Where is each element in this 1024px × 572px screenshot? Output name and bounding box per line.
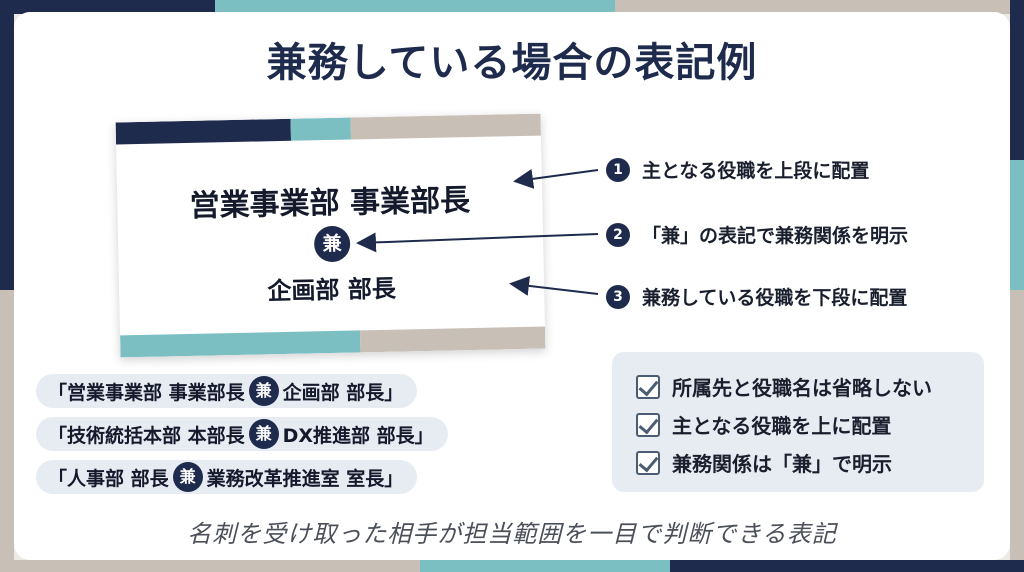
example-pill-2: 「技術統括本部 本部長 兼 DX推進部 部長」: [36, 417, 448, 451]
footer-caption: 名刺を受け取った相手が担当範囲を一目で判断できる表記: [187, 520, 837, 548]
example-pill-1: 「営業事業部 事業部長 兼 企画部 部長」: [36, 374, 418, 408]
note-2: 2 「兼」の表記で兼務関係を明示: [606, 221, 908, 248]
bg-band-navy-right: [1010, 0, 1024, 160]
bg-band-greige-right: [1010, 290, 1024, 572]
example-1-ken-badge: 兼: [248, 376, 279, 406]
example-3-before: 「人事部 部長: [48, 467, 169, 490]
bg-band-greige-top: [615, 0, 1024, 14]
note-2-text: 「兼」の表記で兼務関係を明示: [642, 225, 909, 247]
checklist-panel: 所属先と役職名は省略しない 主となる役職を上に配置 兼務関係は「兼」で明示: [612, 352, 984, 492]
example-1-before: 「営業事業部 事業部長: [48, 381, 245, 404]
bg-band-navy-top-left: [0, 0, 215, 14]
bg-band-teal-bottom: [420, 560, 670, 572]
checklist-item-2-text: 主となる役職を上に配置: [672, 414, 892, 438]
checklist-item-3: 兼務関係は「兼」で明示: [636, 448, 892, 477]
note-3-number: 3: [606, 284, 630, 309]
example-1-after: 企画部 部長」: [282, 381, 404, 404]
bg-band-teal-top: [215, 0, 615, 14]
example-3-ken-badge: 兼: [172, 462, 203, 492]
checklist-item-3-text: 兼務関係は「兼」で明示: [672, 452, 892, 476]
checklist-item-1-text: 所属先と役職名は省略しない: [672, 376, 932, 400]
checkbox-checked-icon: [636, 450, 660, 475]
bg-band-greige-bottom: [0, 560, 420, 572]
note-1-number: 1: [606, 157, 630, 182]
checklist-item-2: 主となる役職を上に配置: [636, 410, 891, 439]
example-2-before: 「技術統括本部 本部長: [48, 424, 245, 447]
example-3-after: 業務改革推進室 室長」: [206, 467, 404, 490]
example-2-after: DX推進部 部長」: [282, 424, 434, 447]
bg-band-navy-left: [0, 0, 14, 290]
page-title: 兼務している場合の表記例: [266, 40, 758, 86]
arrow-3: [509, 275, 599, 296]
note-2-number: 2: [606, 222, 630, 247]
note-1: 1 主となる役職を上段に配置: [606, 156, 869, 183]
example-pill-3: 「人事部 部長 兼 業務改革推進室 室長」: [36, 460, 418, 494]
bg-band-greige-left: [0, 290, 14, 572]
arrow-1: [513, 168, 599, 189]
checkbox-checked-icon: [636, 412, 660, 437]
example-2-ken-badge: 兼: [248, 419, 279, 449]
bg-band-teal-right: [1010, 160, 1024, 290]
note-1-text: 主となる役職を上段に配置: [642, 160, 870, 182]
checkbox-checked-icon: [636, 374, 660, 399]
note-3: 3 兼務している役職を下段に配置: [606, 283, 907, 310]
arrow-2: [356, 232, 599, 253]
note-3-text: 兼務している役職を下段に配置: [642, 287, 908, 309]
checklist-item-1: 所属先と役職名は省略しない: [636, 372, 932, 401]
bg-band-navy-bottom: [670, 560, 1024, 572]
